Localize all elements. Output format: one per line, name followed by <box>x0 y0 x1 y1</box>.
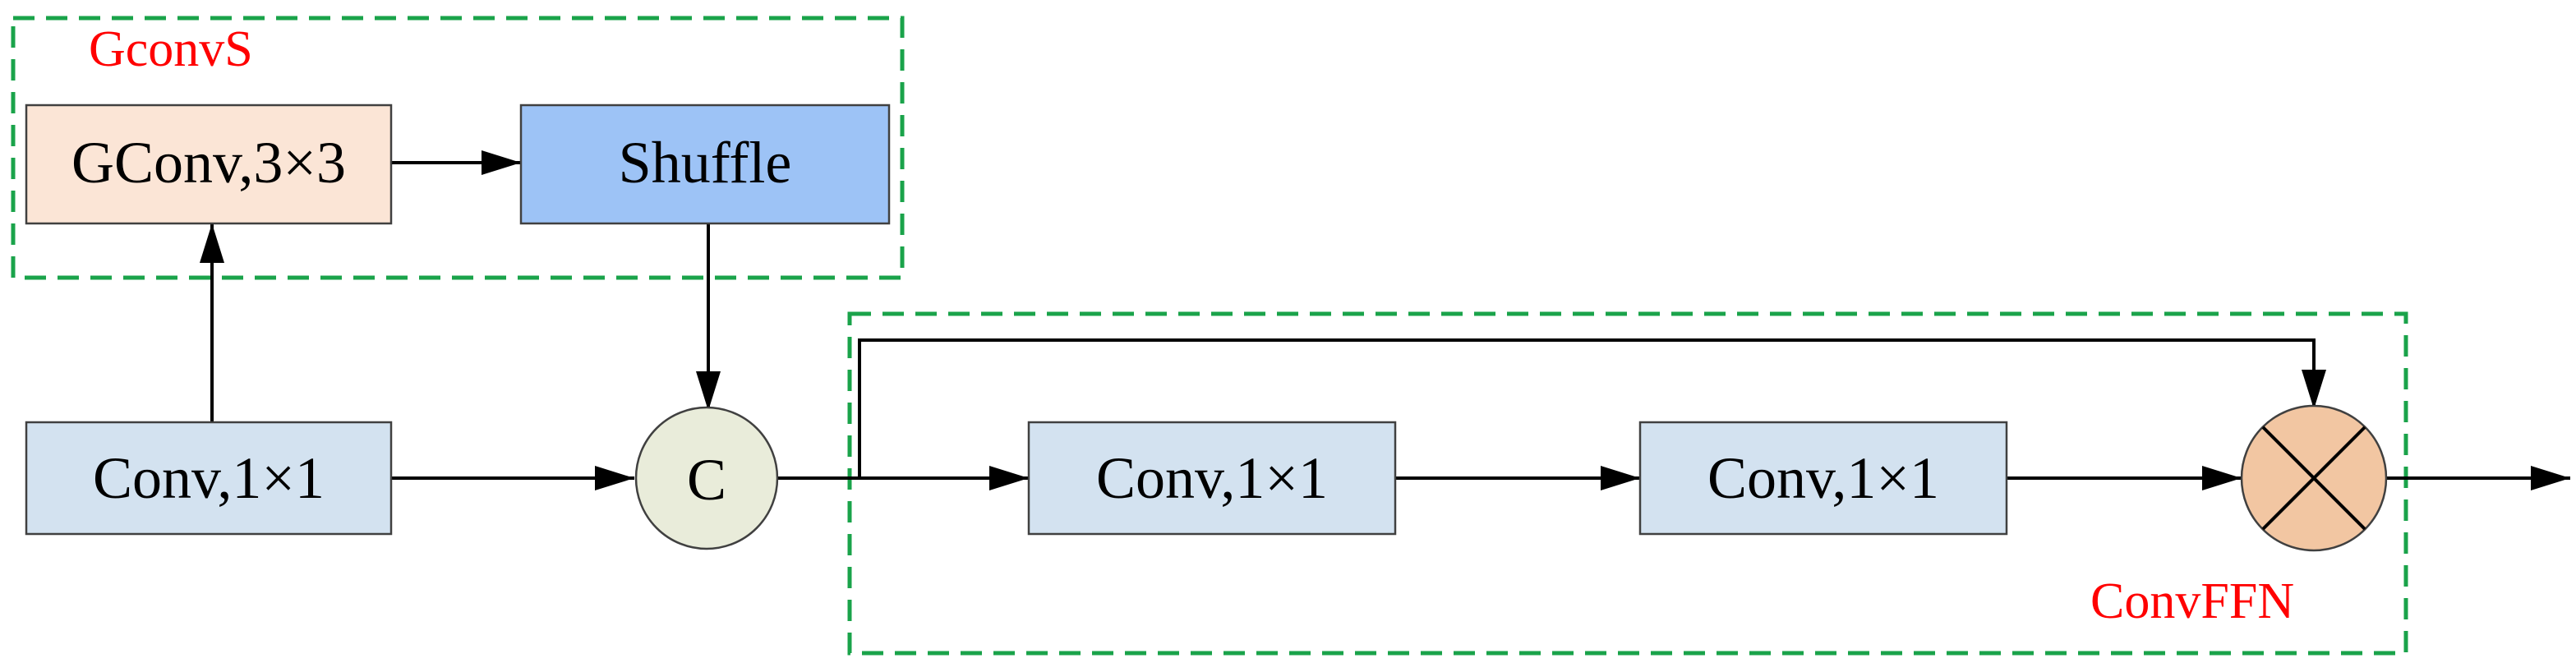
conv-ffn-2-label: Conv,1×1 <box>1707 445 1939 511</box>
conv-ffn-1-label: Conv,1×1 <box>1096 445 1328 511</box>
gconvs-group-label: GconvS <box>89 21 253 77</box>
conv-ffn-1-node: Conv,1×1 <box>1027 421 1397 536</box>
convffn-group-border <box>847 311 2408 656</box>
conv-input-node: Conv,1×1 <box>25 421 393 536</box>
concat-label: C <box>687 447 726 513</box>
shuffle-node: Shuffle <box>519 104 891 225</box>
concat-circle-icon <box>634 406 779 550</box>
conv-ffn-2-node: Conv,1×1 <box>1638 421 2008 536</box>
gconvs-group-border <box>11 16 905 280</box>
concat-node: C <box>634 406 779 550</box>
convffn-group-label: ConvFFN <box>2090 573 2294 629</box>
gconv-label: GConv,3×3 <box>71 130 346 196</box>
multiply-cross-line-2 <box>2261 426 2366 531</box>
skip-connection-wire <box>858 338 2326 478</box>
gconv-node: GConv,3×3 <box>25 104 393 225</box>
shuffle-label: Shuffle <box>619 130 792 196</box>
multiply-node <box>2240 404 2388 552</box>
conv-input-label: Conv,1×1 <box>93 445 325 511</box>
